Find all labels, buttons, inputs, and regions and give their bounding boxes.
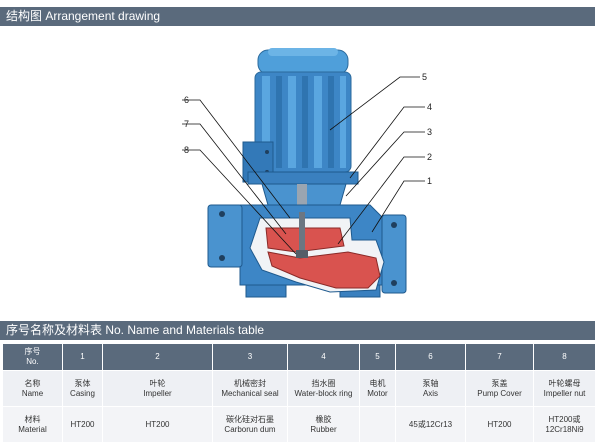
header-number-cell-cn: 3	[247, 352, 253, 361]
material-cell: HT200或12Cr18Ni9	[533, 406, 595, 443]
material-cell-cn: 45或12Cr13	[408, 419, 453, 429]
header-number-cell: 5	[359, 343, 396, 371]
motor-fan-cover	[257, 48, 349, 75]
name-label-cell-en: Name	[21, 388, 44, 398]
name-cell-cn: 叶轮	[149, 378, 166, 388]
material-cell-cn: HT200	[145, 419, 170, 429]
callout-5: 5	[422, 72, 427, 82]
motor-body	[254, 71, 352, 173]
header-number-cell-cn: 6	[428, 352, 433, 361]
callout-labels: 1 2 3 4 5 6 7 8	[184, 72, 432, 186]
header-number-cell: 8	[533, 343, 595, 371]
callout-2: 2	[427, 152, 432, 162]
name-cell-en: Motor	[367, 388, 388, 398]
header-number-cell: 6	[395, 343, 466, 371]
name-cell-cn: 泵轴	[422, 378, 439, 388]
name-cell-en: Mechanical seal	[221, 388, 279, 398]
name-cell-en: Casing	[70, 388, 95, 398]
header-number-cell: 7	[465, 343, 534, 371]
header-label-cell-en: No.	[26, 357, 39, 366]
name-cell-cn: 电机	[369, 378, 386, 388]
name-cell-en: Water-block ring	[294, 388, 353, 398]
arrangement-drawing-header: 结构图 Arrangement drawing	[0, 7, 595, 26]
material-label-cell-en: Material	[18, 424, 47, 434]
material-cell-cn: 橡胶	[315, 414, 332, 424]
header-number-cell-cn: 2	[155, 352, 160, 361]
name-cell-en: Impeller nut	[543, 388, 586, 398]
material-cell-cn: HT200	[487, 419, 512, 429]
motor-flange	[247, 171, 359, 185]
name-cell-cn: 机械密封	[234, 378, 266, 388]
header-number-cell-cn: 8	[562, 352, 567, 361]
casing-cutaway	[249, 212, 385, 293]
callout-4: 4	[427, 102, 432, 112]
materials-table-header: 序号名称及材料表 No. Name and Materials table	[0, 321, 595, 340]
material-cell: HT200	[465, 406, 534, 443]
header-number-cell-cn: 7	[497, 352, 502, 361]
name-cell-en: Pump Cover	[477, 388, 522, 398]
name-cell-en: Impeller	[143, 388, 172, 398]
material-cell	[359, 406, 396, 443]
callout-1: 1	[427, 176, 432, 186]
header-number-cell: 4	[287, 343, 360, 371]
material-cell-en: Carborun dum	[224, 424, 276, 434]
callout-3: 3	[427, 127, 432, 137]
callout-6: 6	[184, 95, 189, 105]
material-cell: 45或12Cr13	[395, 406, 466, 443]
header-number-cell-cn: 4	[321, 352, 326, 361]
material-cell-cn: 碳化硅对石墨	[226, 414, 274, 424]
header-label-cell-cn: 序号	[24, 347, 41, 356]
name-cell-cn: 叶轮螺母	[548, 378, 581, 388]
name-label-cell-cn: 名称	[24, 378, 41, 388]
material-cell-cn: HT200或12Cr18Ni9	[545, 414, 584, 434]
name-cell-cn: 泵体	[74, 378, 91, 388]
name-cell-cn: 泵盖	[491, 378, 508, 388]
pump-arrangement-drawing: 1 2 3 4 5 6 7 8	[182, 48, 432, 298]
callout-8: 8	[184, 145, 189, 155]
header-number-cell: 2	[102, 343, 213, 371]
material-cell-cn: HT200	[70, 419, 95, 429]
material-cell-en: Rubber	[310, 424, 337, 434]
callout-7: 7	[184, 119, 189, 129]
name-cell-en: Axis	[422, 388, 439, 398]
header-number-cell: 1	[62, 343, 103, 371]
header-number-cell-cn: 5	[375, 352, 380, 361]
material-label-cell-cn: 材料	[24, 414, 41, 424]
volute-red	[267, 251, 381, 289]
header-number-cell-cn: 1	[80, 352, 85, 361]
callout-leaders	[182, 76, 425, 255]
header-number-cell: 3	[212, 343, 288, 371]
material-cell: HT200	[62, 406, 103, 443]
name-cell-cn: 挡水圈	[311, 378, 336, 388]
material-cell: HT200	[102, 406, 213, 443]
